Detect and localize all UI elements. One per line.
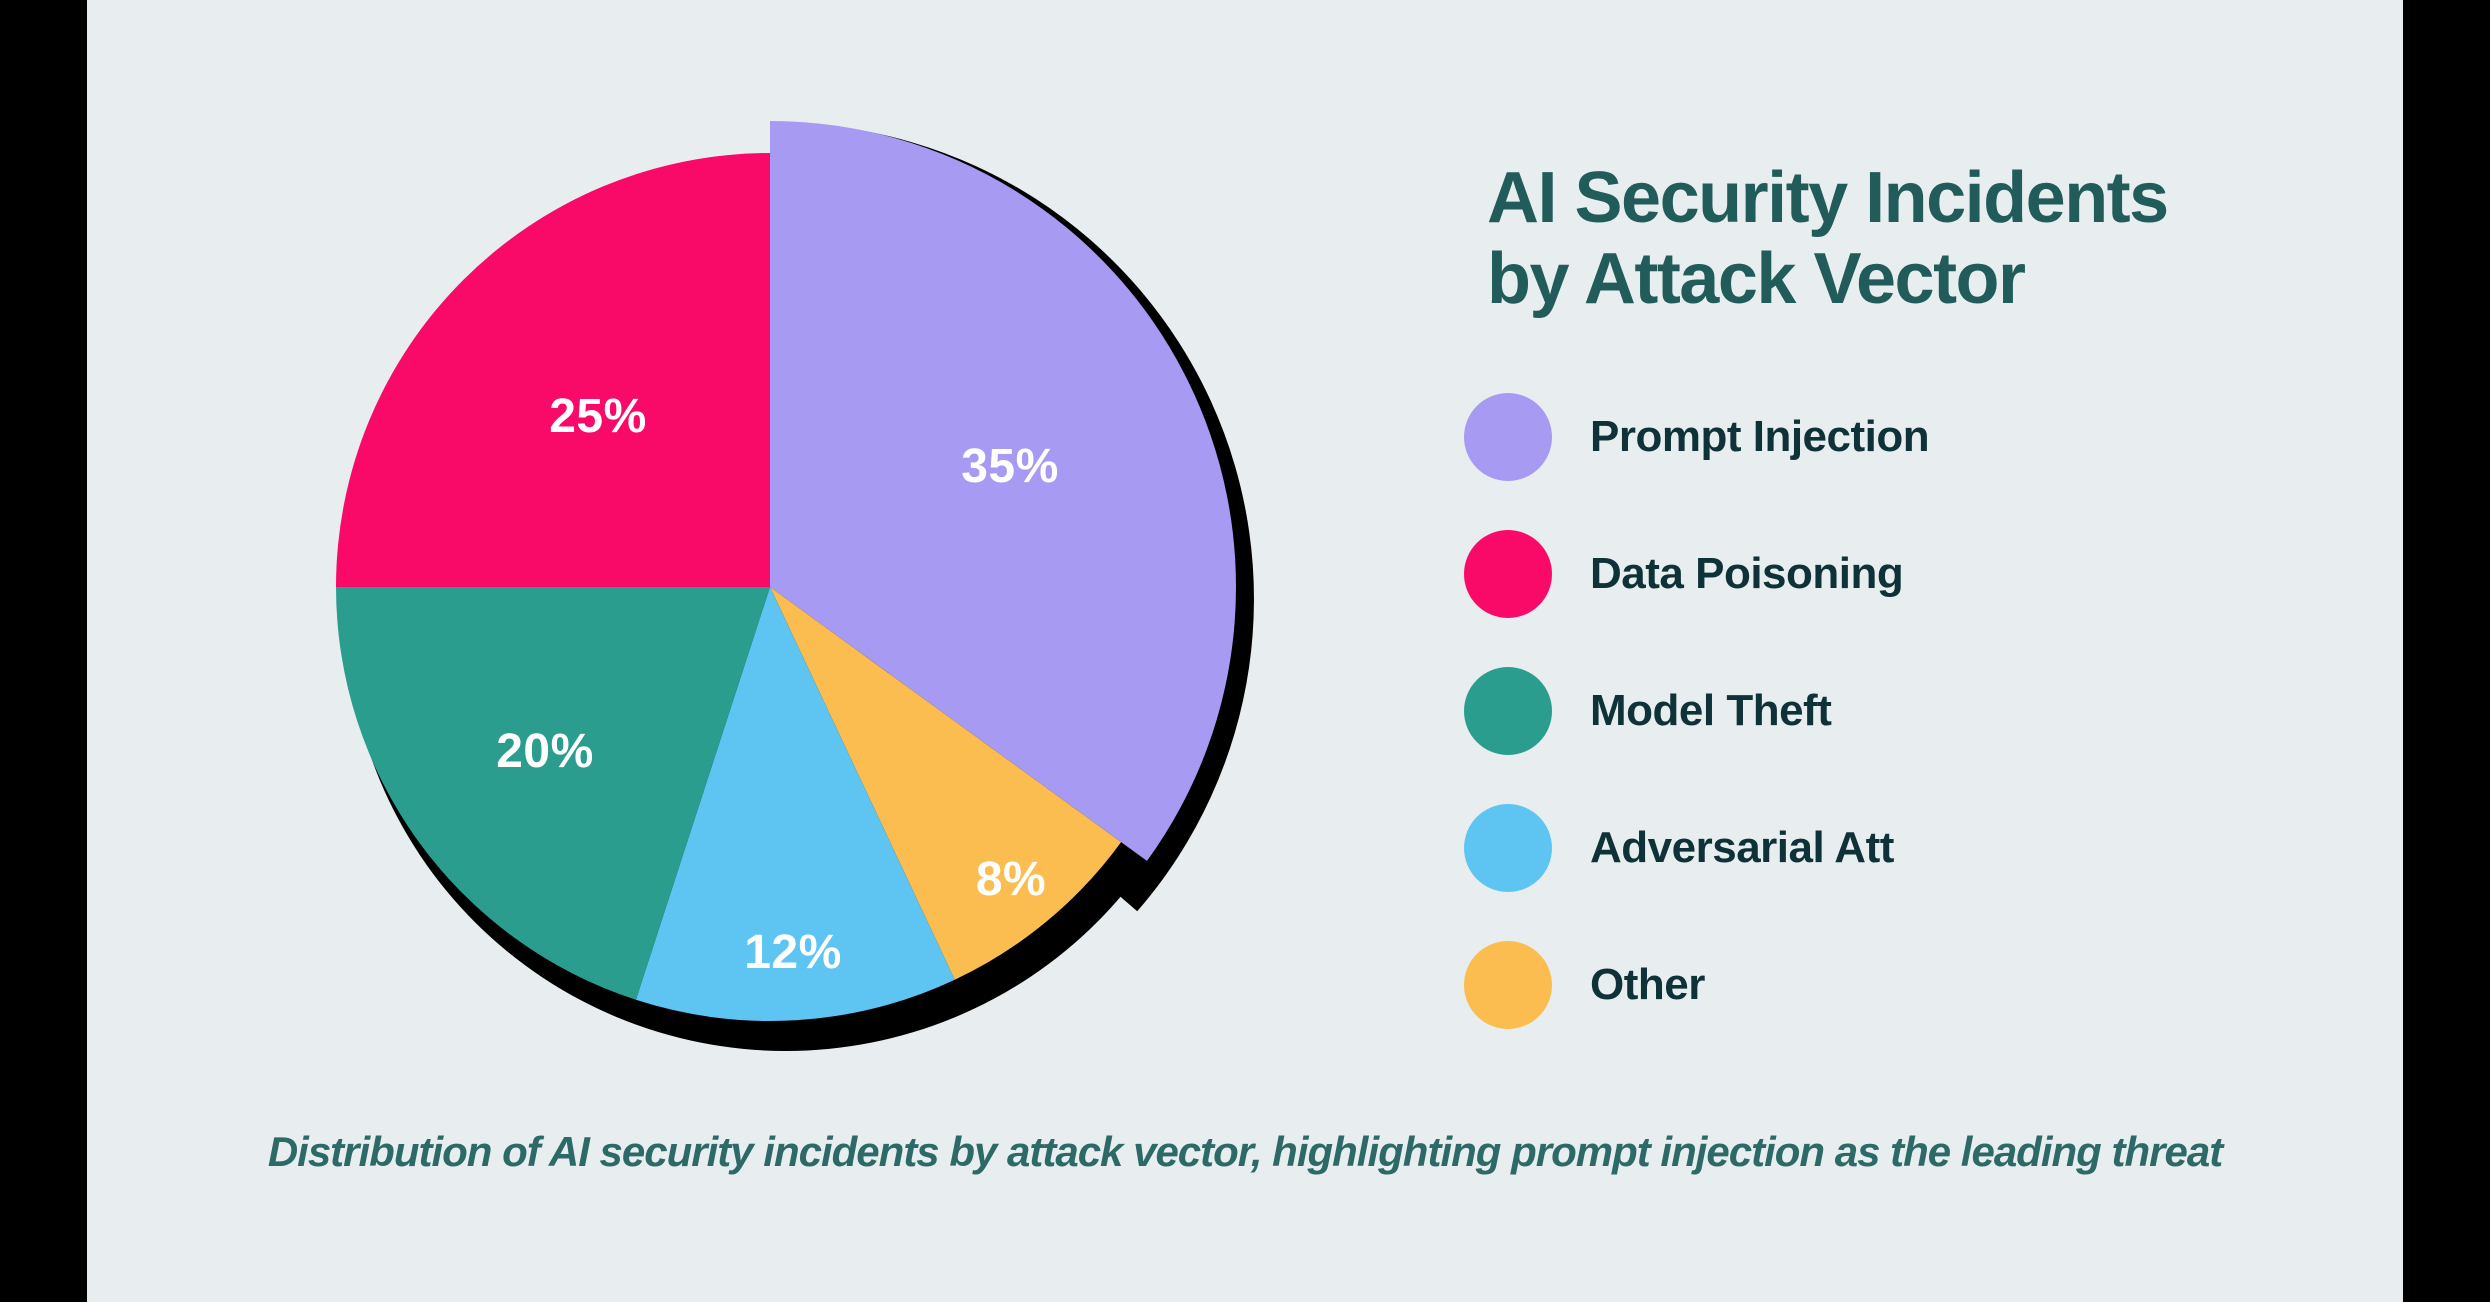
pie-slice-label-model-theft: 20% xyxy=(496,725,594,778)
pie-slice-label-adversarial-att: 12% xyxy=(744,926,842,979)
chart-title: AI Security Incidents by Attack Vector xyxy=(1487,158,2169,320)
legend-item-prompt-injection: Prompt Injection xyxy=(1464,393,1930,481)
pie-slice-labels: 35% 8% 12% 20% 25% xyxy=(496,390,1059,979)
infographic-canvas: 35% 8% 12% 20% 25% AI Security Incidents by … xyxy=(87,0,2403,1302)
legend-swatch-model-theft xyxy=(1464,667,1552,755)
letterbox-right xyxy=(2403,0,2490,1302)
pie-slice-label-prompt-injection: 35% xyxy=(961,440,1059,493)
legend-item-data-poisoning: Data Poisoning xyxy=(1464,530,1929,618)
legend-swatch-data-poisoning xyxy=(1464,530,1552,618)
legend-label: Adversarial Att xyxy=(1590,823,1894,872)
pie-slice-label-other: 8% xyxy=(976,853,1046,906)
pie-slice-label-data-poisoning: 25% xyxy=(549,390,647,443)
legend-item-model-theft: Model Theft xyxy=(1464,667,1929,755)
legend-label: Other xyxy=(1590,960,1705,1009)
pie-slices xyxy=(335,121,1236,1022)
legend: Prompt Injection Data Poisoning Model Th… xyxy=(1464,393,1930,1078)
pie-slice-model-theft xyxy=(335,587,770,1000)
legend-item-other: Other xyxy=(1464,941,1929,1029)
legend-label: Prompt Injection xyxy=(1590,412,1930,461)
legend-swatch-prompt-injection xyxy=(1464,393,1552,481)
legend-label: Data Poisoning xyxy=(1590,549,1904,598)
letterbox-left xyxy=(0,0,87,1302)
legend-label: Model Theft xyxy=(1590,686,1832,735)
legend-item-adversarial-att: Adversarial Att xyxy=(1464,804,1929,892)
pie-slice-adversarial-att xyxy=(635,587,955,1022)
pie-slice-data-poisoning xyxy=(336,153,770,587)
pie-slice-prompt-injection xyxy=(770,121,1236,861)
chart-title-line-1: AI Security Incidents xyxy=(1487,158,2169,238)
legend-swatch-adversarial-att xyxy=(1464,804,1552,892)
pie-slice-other xyxy=(770,587,1122,980)
chart-caption: Distribution of AI security incidents by… xyxy=(267,1128,2223,1175)
legend-swatch-other xyxy=(1464,941,1552,1029)
chart-title-line-2: by Attack Vector xyxy=(1487,239,2026,319)
